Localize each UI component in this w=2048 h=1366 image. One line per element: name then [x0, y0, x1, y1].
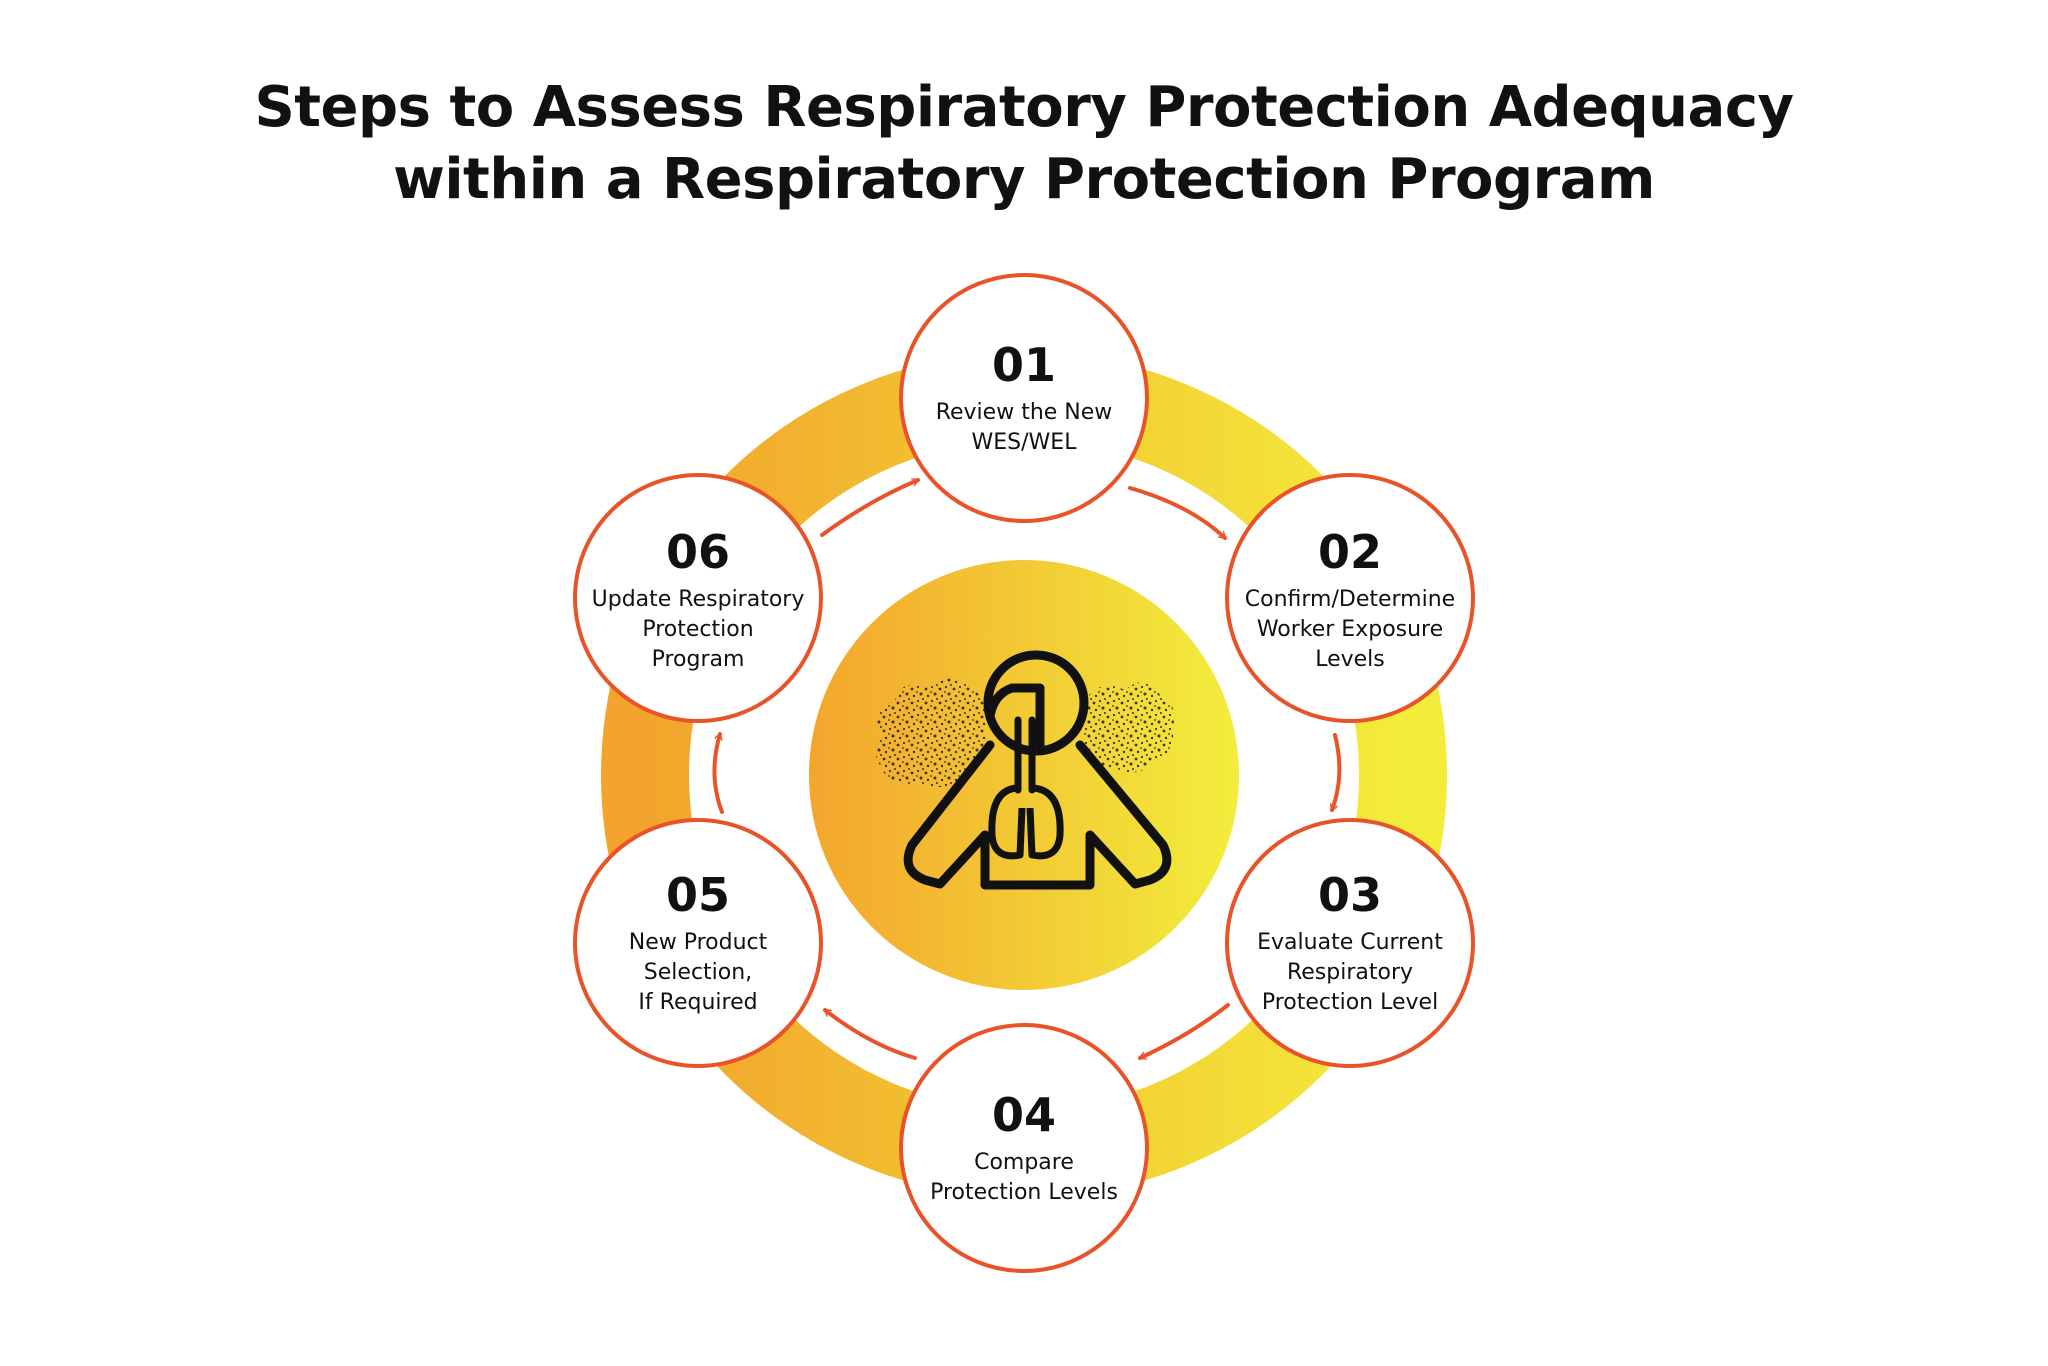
arrow-04-to-05 [823, 1008, 917, 1060]
step-01: 01 Review the New WES/WEL [904, 278, 1144, 518]
step-number: 04 [991, 1088, 1056, 1142]
step-03: 03 Evaluate Current Respiratory Protecti… [1230, 823, 1470, 1063]
arrow-01-to-02 [1128, 486, 1227, 540]
title-line-2: within a Respiratory Protection Program [393, 147, 1655, 212]
diagram-title: Steps to Assess Respiratory Protection A… [0, 72, 2048, 216]
step-04: 04 Compare Protection Levels [904, 1028, 1144, 1268]
cycle-arrows [712, 478, 1342, 1060]
step-label: Evaluate Current Respiratory Protection … [1257, 930, 1443, 1015]
dust-cloud-right-icon [1080, 682, 1175, 773]
dust-cloud-left-icon [875, 678, 987, 788]
step-number: 06 [665, 525, 730, 579]
step-label: Compare Protection Levels [930, 1150, 1118, 1205]
step-label: Update Respiratory Protection Program [591, 587, 805, 672]
arrow-03-to-04 [1138, 1003, 1230, 1060]
center-disc [809, 560, 1239, 990]
step-number: 03 [1317, 868, 1382, 922]
step-number: 01 [991, 338, 1056, 392]
title-line-1: Steps to Assess Respiratory Protection A… [254, 75, 1794, 140]
step-number: 02 [1317, 525, 1382, 579]
arrow-06-to-01 [820, 478, 920, 537]
step-label: New Product Selection, If Required [628, 930, 768, 1015]
step-02: 02 Confirm/Determine Worker Exposure Lev… [1230, 480, 1470, 720]
step-circle-04 [899, 1023, 1149, 1273]
step-05: 05 New Product Selection, If Required [578, 823, 818, 1063]
step-circle-05 [573, 818, 823, 1068]
step-circle-02 [1225, 473, 1475, 723]
step-circle-03 [1225, 818, 1475, 1068]
arrow-05-to-06 [712, 732, 724, 814]
step-06: 06 Update Respiratory Protection Program [578, 480, 818, 720]
step-label: Review the New WES/WEL [935, 400, 1113, 455]
step-circles [573, 273, 1475, 1273]
respiratory-lungs-person-icon [875, 650, 1175, 890]
step-number: 05 [665, 868, 730, 922]
arrow-02-to-03 [1329, 733, 1342, 812]
step-label: Confirm/Determine Worker Exposure Levels [1244, 587, 1456, 672]
step-circle-06 [573, 473, 823, 723]
step-circle-01 [899, 273, 1149, 523]
